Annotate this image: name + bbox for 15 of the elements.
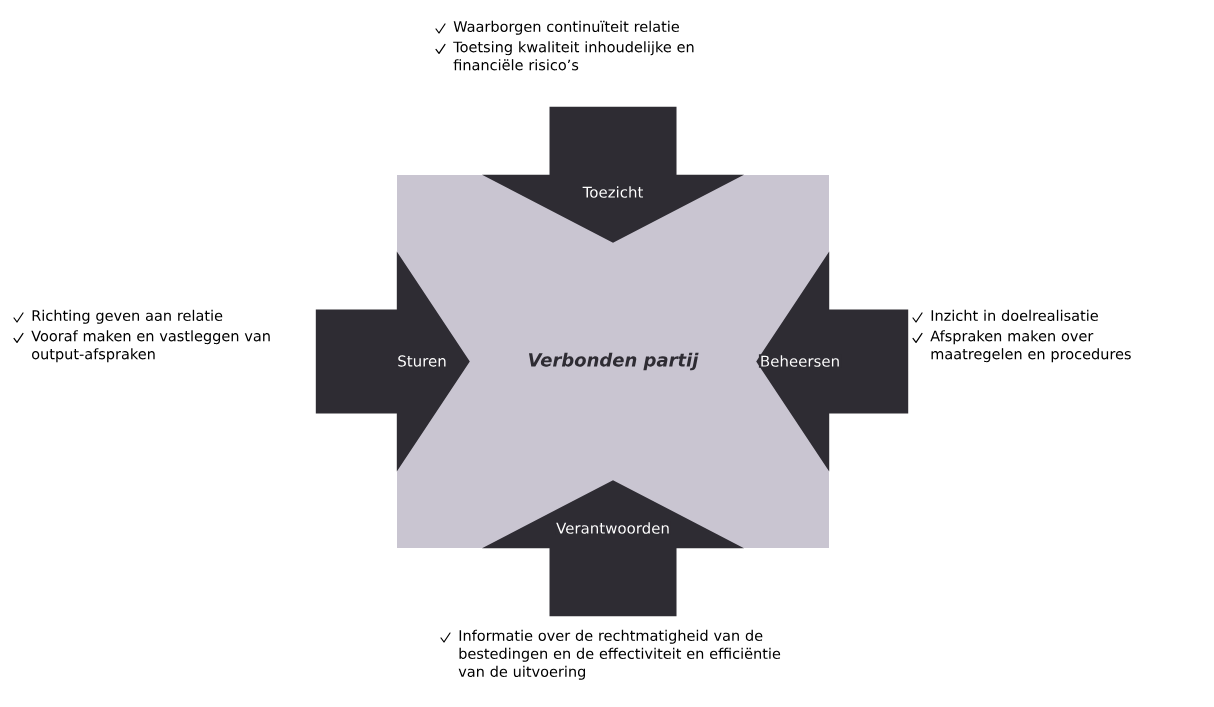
checklist-item: Toetsing kwaliteit inhoudelijke en financiële risico’s: [453, 41, 694, 71]
block-arrow: [482, 106, 744, 243]
checklist-item: Inzicht in doelrealisatie: [931, 309, 1098, 321]
block-arrow: [756, 251, 909, 472]
edge-label: Toezicht: [581, 185, 645, 199]
block-arrow: [315, 251, 470, 472]
checklist-item: Informatie over de rechtmatigheid van de bestedingen en de effectiviteit en efficiëntie van de uitvoering: [458, 629, 781, 680]
checklist-item: Waarborgen continuïteit relatie: [453, 20, 679, 35]
checklist-item: Vooraf maken en vastleggen van output-afspraken: [31, 330, 270, 363]
block-arrow: [482, 480, 744, 617]
edge-label: Verantwoorden: [555, 521, 671, 535]
edge-label: Sturen: [396, 354, 448, 368]
edge-label: Beheersen: [758, 354, 842, 368]
checklist-item: Afspraken maken over maatregelen en procedures: [930, 330, 1131, 363]
checklist-item: Richting geven aan relatie: [32, 309, 223, 324]
